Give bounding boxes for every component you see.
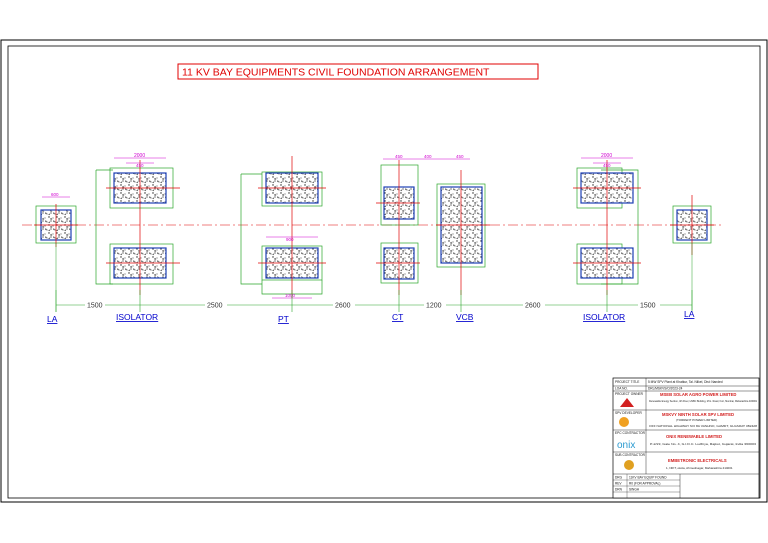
tb-developer-address: OFF NATIONAL HIGHWAY NO 8A VASHNO, GAMDT… bbox=[649, 424, 757, 428]
tb-loa-label: LOA NO. bbox=[615, 387, 628, 391]
tb-sub-contractor-label: SUB CONTRACTOR bbox=[615, 453, 646, 457]
tb-drg-value: 11KV BAY EQUIP FOUND bbox=[629, 476, 667, 480]
label-pt: PT bbox=[278, 314, 289, 324]
ct-top-dim-1: 450 bbox=[395, 154, 403, 159]
isolator-inner-dim: 450 bbox=[136, 163, 144, 168]
tb-developer-sub: (TORRENT POWER LIMITED) bbox=[676, 418, 717, 422]
ct-gap-dim: 400 bbox=[424, 154, 432, 159]
label-isolator-right: ISOLATOR bbox=[583, 312, 625, 322]
tb-owner-label: PROJECT OWNER bbox=[615, 392, 644, 396]
tb-project-title-label: PROJECT TITLE bbox=[615, 380, 639, 384]
dim-pt-ct: 2600 bbox=[335, 303, 351, 310]
isolator-right-width-dim: 2000 bbox=[601, 153, 612, 159]
drawing-title: 11 KV BAY EQUIPMENTS CIVIL FOUNDATION AR… bbox=[182, 67, 490, 79]
inner-border bbox=[7, 45, 761, 499]
spacing-dimension-line bbox=[55, 290, 693, 312]
tb-rev-row-2-a: DRN bbox=[615, 488, 623, 492]
outer-border bbox=[0, 39, 768, 503]
tb-developer-label: SPV DEVELOPER bbox=[615, 411, 642, 415]
tb-rev-row-2-b: SINGH bbox=[629, 488, 640, 492]
dim-isolator-pt: 2500 bbox=[207, 303, 223, 310]
ct-top-dim-3: 450 bbox=[456, 154, 464, 159]
label-leaders bbox=[55, 243, 693, 312]
tb-rev-row-1-b: R0 (FOR APPROVAL) bbox=[629, 482, 660, 486]
tb-contractor-name: ONIX RENEWABLE LIMITED bbox=[666, 434, 722, 439]
dim-vcb-isolator: 2600 bbox=[525, 303, 541, 310]
tb-owner-name: MSEB SOLAR AGRO POWER LIMITED bbox=[660, 392, 736, 397]
pt-base-dim: 1000 bbox=[285, 293, 296, 298]
tb-sub-contractor-address: 1, NIKT, okola, Ahmednagar, Maharashtra … bbox=[666, 466, 733, 470]
tb-contractor-address: P-2/23, Gate No. 4, G.I.D.C. Ludhiya, Ra… bbox=[650, 442, 756, 446]
tb-project-title-value: 5 MW SPV Plant at Khatkur, Tal. Nilkel, … bbox=[648, 380, 723, 384]
centre-marks bbox=[34, 156, 714, 298]
isolator-width-dim: 2000 bbox=[134, 153, 145, 159]
spacing-dim-labels: 1500 2500 2600 1200 2600 1500 bbox=[85, 300, 660, 310]
title-box bbox=[177, 63, 539, 80]
label-la-right: LA bbox=[684, 309, 695, 319]
tb-loa-value: DRL/MSKVS/O/2023-24 bbox=[648, 387, 683, 391]
la-size-dim: 600 bbox=[51, 192, 59, 197]
dim-isolator-la: 1500 bbox=[640, 303, 656, 310]
label-la-left: LA bbox=[47, 314, 58, 324]
label-vcb: VCB bbox=[456, 312, 474, 322]
tb-developer-name: MSKVY NINTH SOLAR SPV LIMITED bbox=[662, 412, 734, 417]
torrent-logo-icon bbox=[619, 417, 629, 427]
isolator-right-inner-dim: 450 bbox=[603, 163, 611, 168]
label-isolator-left: ISOLATOR bbox=[116, 312, 158, 322]
tb-rev-row-1-a: REV bbox=[615, 482, 622, 486]
pt-width-dim: 900 bbox=[286, 237, 294, 242]
tb-sub-contractor-name: EMBETRONIC ELECTRICALS bbox=[668, 458, 727, 463]
onix-logo: onix bbox=[617, 440, 635, 451]
tb-owner-address: Renewable Energy Section, 4th Floor, HSB… bbox=[649, 399, 757, 403]
label-ct: CT bbox=[392, 312, 403, 322]
tb-contractor-label: EPC CONTRACTOR bbox=[615, 431, 646, 435]
embetronic-logo-icon bbox=[624, 460, 634, 470]
dim-ct-vcb: 1200 bbox=[426, 303, 442, 310]
tb-drg-label: DRG bbox=[615, 476, 623, 480]
mseb-logo-icon bbox=[620, 398, 634, 407]
title-block bbox=[612, 377, 760, 499]
dim-la-isolator: 1500 bbox=[87, 303, 103, 310]
